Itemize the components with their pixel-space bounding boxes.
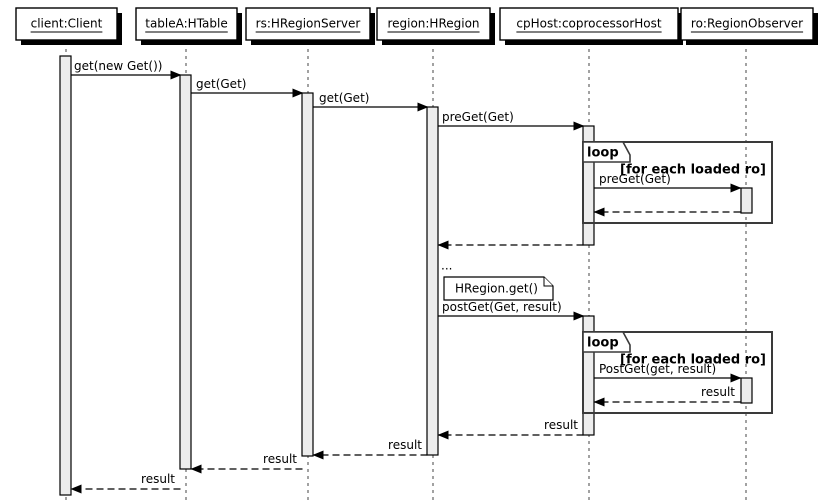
- participant-box[interactable]: [680, 7, 814, 41]
- participant-rs[interactable]: rs:HRegionServer: [245, 7, 375, 45]
- note-text: HRegion.get(): [455, 282, 538, 296]
- participant-label: client:Client: [31, 17, 103, 31]
- notes-layer: ...HRegion.get(): [441, 259, 554, 301]
- activation-bar-rs: [301, 92, 314, 457]
- participant-box[interactable]: [245, 7, 371, 41]
- message-m8: postGet(Get, result): [438, 300, 585, 321]
- message-m14: result: [70, 472, 181, 494]
- activation-bar-ro: [740, 377, 753, 404]
- note-fold-corner: [543, 277, 553, 287]
- activation-bar-region: [426, 106, 439, 456]
- message-m11: result: [437, 418, 584, 440]
- participant-region[interactable]: region:HRegion: [376, 7, 495, 45]
- message-label: preGet(Get): [599, 172, 671, 186]
- messages-layer: get(new Get()) get(Get) get(Get) preGet(Get…: [70, 59, 742, 494]
- participant-label: region:HRegion: [387, 17, 479, 31]
- activation-bar-ro: [740, 187, 753, 214]
- participant-label: ro:RegionObserver: [691, 17, 803, 31]
- message-m5: preGet(Get): [594, 172, 742, 193]
- participant-box[interactable]: [15, 7, 118, 41]
- message-label: result: [388, 438, 422, 452]
- participant-label: rs:HRegionServer: [256, 17, 361, 31]
- message-m12: result: [312, 438, 428, 460]
- participant-box[interactable]: [376, 7, 491, 41]
- message-m3: get(Get): [313, 91, 429, 112]
- participant-box[interactable]: [135, 7, 238, 41]
- message-label: get(Get): [196, 77, 246, 91]
- participant-cpHost[interactable]: cpHost:coprocessorHost: [499, 7, 683, 45]
- message-label: preGet(Get): [442, 110, 514, 124]
- participant-box[interactable]: [499, 7, 679, 41]
- participant-label: tableA:HTable: [145, 17, 228, 31]
- fragment-operator-tab: [582, 141, 631, 163]
- fragment-loop-2: loop[for each loaded ro]: [582, 331, 773, 414]
- fragment-operator-label: loop: [587, 146, 619, 161]
- note-body: [443, 276, 554, 301]
- ellipsis-marker: ...: [441, 259, 452, 273]
- message-m9: PostGet(get, result): [594, 362, 742, 383]
- activation-bar-client: [59, 55, 72, 496]
- participant-tableA[interactable]: tableA:HTable: [135, 7, 242, 45]
- participant-label: cpHost:coprocessorHost: [516, 17, 662, 31]
- message-m2: get(Get): [191, 77, 304, 98]
- fragment-condition-label: [for each loaded ro]: [620, 353, 766, 368]
- fragment-border: [582, 141, 773, 224]
- message-m13: result: [190, 452, 303, 474]
- fragment-border: [582, 331, 773, 414]
- message-label: result: [701, 385, 735, 399]
- activations-layer: [59, 55, 753, 496]
- message-label: result: [141, 472, 175, 486]
- activation-bar-tableA: [179, 74, 192, 470]
- message-label: result: [263, 452, 297, 466]
- fragment-operator-tab: [582, 331, 631, 353]
- message-label: get(Get): [319, 91, 369, 105]
- message-m4: preGet(Get): [438, 110, 585, 131]
- message-m1: get(new Get()): [71, 59, 182, 80]
- lifelines-layer: [65, 42, 747, 500]
- message-label: PostGet(get, result): [599, 362, 716, 376]
- fragment-condition-label: [for each loaded ro]: [620, 163, 766, 178]
- fragment-loop-1: loop[for each loaded ro]: [582, 141, 773, 224]
- participant-ro[interactable]: ro:RegionObserver: [680, 7, 818, 45]
- fragments-layer: loop[for each loaded ro]loop[for each lo…: [582, 141, 773, 414]
- message-label: get(new Get()): [74, 59, 162, 73]
- message-label: postGet(Get, result): [442, 300, 562, 314]
- note-note-hregion-get: HRegion.get(): [443, 276, 554, 301]
- message-label: result: [544, 418, 578, 432]
- participants-layer: client:Client tableA:HTable rs:HRegionServ…: [15, 7, 818, 45]
- message-m10: result: [593, 385, 741, 407]
- participant-client[interactable]: client:Client: [15, 7, 122, 45]
- fragment-operator-label: loop: [587, 336, 619, 351]
